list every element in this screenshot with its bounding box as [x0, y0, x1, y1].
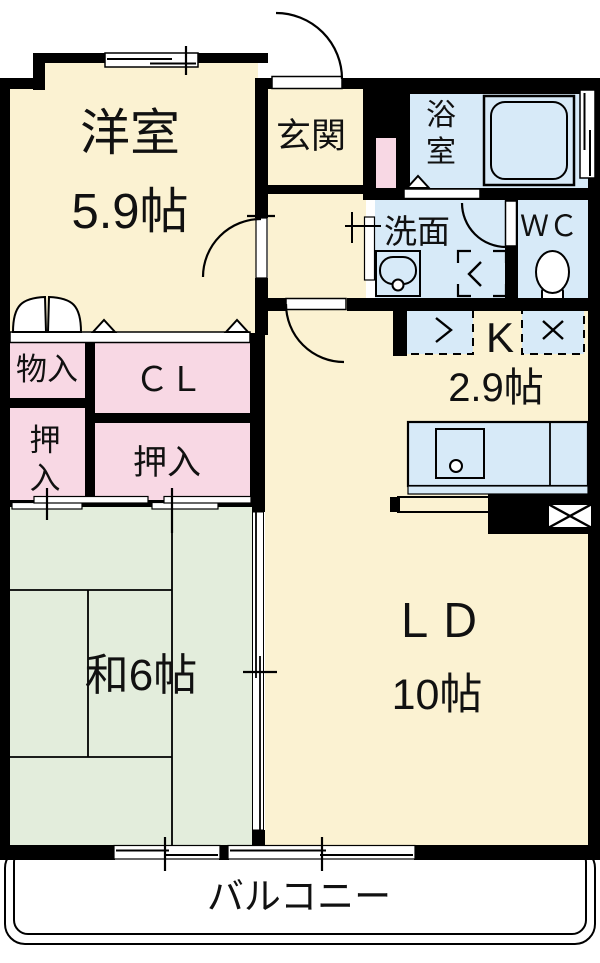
wc-label: ＷＣ [520, 211, 578, 243]
balcony-opening-ld [227, 837, 416, 871]
ld-label: ＬＤ [391, 595, 483, 647]
bath-label-char2: 室 [426, 136, 456, 169]
closet-floor [95, 340, 250, 415]
counter-ledge [397, 496, 493, 513]
ld-size: 10帖 [392, 671, 483, 719]
refrigerator-space-icon [404, 307, 474, 355]
fold-door-caret-icon [90, 318, 118, 333]
living-dining-floor [265, 302, 590, 845]
window-top [104, 46, 199, 75]
tatami-lines [9, 505, 173, 845]
niche-floor [376, 138, 398, 190]
balcony-label: バルコニー [207, 876, 391, 917]
western-room-door-arc [201, 214, 275, 279]
washroom-door [345, 212, 381, 281]
closet-rail [9, 295, 251, 344]
entrance-label: 玄関 [276, 117, 346, 156]
washroom-label: 洗面 [384, 213, 450, 250]
japanese-room-label: 和6帖 [85, 651, 197, 700]
folding-door-icon [11, 295, 48, 333]
oshiire-small-char1: 押 [30, 423, 61, 458]
bath-label-char1: 浴 [426, 99, 456, 132]
fold-door-caret-icon [404, 174, 432, 189]
storage-label: 物入 [16, 352, 78, 387]
kitchen-sink-icon [435, 428, 485, 479]
fold-door-caret-icon [223, 318, 251, 333]
bathtub-icon [482, 94, 576, 187]
kitchen-size: 2.9帖 [448, 366, 544, 410]
hall-floor [268, 190, 366, 304]
floor-fills [9, 60, 590, 845]
washbasin-icon [375, 250, 421, 297]
fusuma-sliding-doors [11, 488, 252, 533]
oshiire-small-char2: 入 [30, 461, 61, 496]
walls [0, 53, 600, 860]
window-right [579, 89, 596, 179]
oshiire-floor [95, 421, 250, 500]
japanese-room-floor [9, 505, 255, 845]
pipe-space-icon [547, 502, 593, 530]
kitchen-counter [397, 420, 590, 513]
hall-ld-door-arc [284, 297, 347, 364]
storage-floor [9, 340, 85, 400]
appliance-space-icon [521, 307, 585, 355]
wc-door-arc [460, 200, 518, 249]
oshiire-small-floor [9, 406, 85, 500]
western-room-size: 5.9帖 [71, 185, 188, 239]
entrance-door-arc [271, 11, 344, 90]
balcony-opening-japanese [113, 837, 221, 871]
entrance-floor [268, 88, 366, 196]
kitchen-label: K [486, 314, 514, 361]
western-room-label: 洋室 [80, 105, 180, 161]
japanese-ld-sliding-door [243, 511, 277, 831]
closet-label: ＣＬ [135, 361, 203, 399]
oshiire-label: 押入 [133, 444, 201, 482]
folding-door-icon [46, 295, 83, 333]
bath-door-rail [403, 174, 481, 200]
